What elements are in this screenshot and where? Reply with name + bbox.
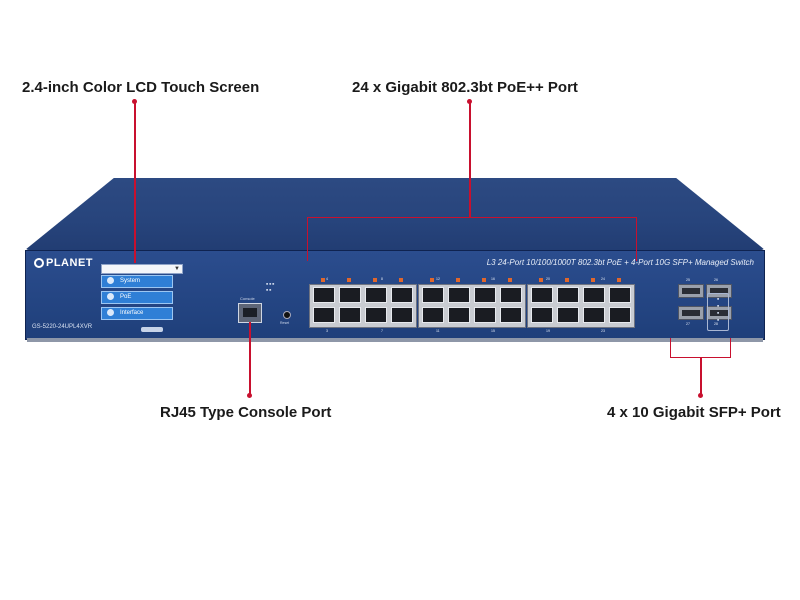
rj45-port-6[interactable] — [365, 307, 387, 323]
switch-top-cover — [25, 178, 765, 250]
callout-bracket-sfp — [670, 338, 731, 358]
rj45-port-16[interactable] — [500, 307, 522, 323]
port-status-led — [591, 278, 595, 282]
port-status-led — [565, 278, 569, 282]
lcd-home-button[interactable] — [141, 327, 163, 332]
rj45-port-19[interactable] — [557, 287, 579, 303]
system-led-legend: ■ ■ ■■ ■ — [266, 282, 275, 292]
lcd-menu-label: PoE — [120, 294, 132, 300]
network-icon — [107, 308, 114, 316]
port-status-led — [508, 278, 512, 282]
port-number-top: 16 — [491, 277, 495, 281]
lcd-menu-label: Interface — [120, 310, 144, 316]
chevron-down-icon: ▼ — [174, 266, 180, 272]
port-number-top: 20 — [546, 277, 550, 281]
rj45-port-7[interactable] — [391, 287, 413, 303]
port-status-led — [617, 278, 621, 282]
sfp-number: 26 — [714, 278, 718, 282]
lcd-menu-poe[interactable]: PoE — [101, 291, 173, 304]
reset-button[interactable] — [283, 311, 291, 319]
rj45-port-5[interactable] — [365, 287, 387, 303]
port-status-led — [399, 278, 403, 282]
port-status-led — [482, 278, 486, 282]
rj45-console-port[interactable] — [238, 303, 262, 323]
port-status-led — [373, 278, 377, 282]
sfp-number: 28 — [714, 322, 718, 326]
lcd-menu-system[interactable]: System — [101, 275, 173, 288]
power-icon — [107, 292, 114, 300]
switch-description: L3 24-Port 10/100/1000T 802.3bt PoE + 4-… — [486, 258, 754, 267]
port-number-bottom: 7 — [381, 329, 383, 333]
lcd-title-bar[interactable]: ▼ — [101, 264, 183, 274]
rj45-port-9[interactable] — [422, 287, 444, 303]
sfp-status-leds: ■■■■ — [707, 293, 729, 331]
port-number-bottom: 3 — [326, 329, 328, 333]
rj45-port-13[interactable] — [474, 287, 496, 303]
sfp-number: 27 — [686, 322, 690, 326]
port-status-led — [321, 278, 325, 282]
rj45-port-23[interactable] — [609, 287, 631, 303]
rj45-port-21[interactable] — [583, 287, 605, 303]
sfp-port-28[interactable] — [706, 306, 732, 320]
planet-logo-icon — [34, 258, 44, 269]
sfp-port-27[interactable] — [678, 306, 704, 320]
rj45-port-20[interactable] — [557, 307, 579, 323]
rj45-port-17[interactable] — [531, 287, 553, 303]
port-number-bottom: 23 — [601, 329, 605, 333]
lcd-menu-interface[interactable]: Interface — [101, 307, 173, 320]
rj45-port-3[interactable] — [339, 287, 361, 303]
rj45-port-24[interactable] — [609, 307, 631, 323]
port-number-top: 4 — [326, 277, 328, 281]
sfp-port-25[interactable] — [678, 284, 704, 298]
port-number-top: 8 — [381, 277, 383, 281]
callout-poe-ports-label: 24 x Gigabit 802.3bt PoE++ Port — [352, 79, 578, 96]
rj45-port-15[interactable] — [500, 287, 522, 303]
callout-console-label: RJ45 Type Console Port — [160, 404, 332, 421]
rj45-port-1[interactable] — [313, 287, 335, 303]
rj45-port-8[interactable] — [391, 307, 413, 323]
rj45-port-4[interactable] — [339, 307, 361, 323]
model-number: GS-5220-24UPL4XVR — [32, 324, 93, 330]
callout-line-poe — [469, 101, 471, 218]
rj45-port-10[interactable] — [422, 307, 444, 323]
callout-bracket-poe — [307, 217, 637, 261]
port-status-led — [347, 278, 351, 282]
rj45-port-2[interactable] — [313, 307, 335, 323]
reset-label: Reset — [280, 321, 290, 325]
callout-line-console — [249, 322, 251, 396]
rj45-port-18[interactable] — [531, 307, 553, 323]
callout-dot-console — [247, 393, 252, 398]
port-number-bottom: 19 — [546, 329, 550, 333]
gear-icon — [107, 276, 114, 284]
port-number-bottom: 11 — [436, 329, 440, 333]
callout-dot-lcd — [132, 99, 137, 104]
port-number-top: 12 — [436, 277, 440, 281]
port-number-bottom: 15 — [491, 329, 495, 333]
brand-name: PLANET — [46, 257, 93, 269]
callout-sfp-label: 4 x 10 Gigabit SFP+ Port — [607, 404, 781, 421]
sfp-number: 25 — [686, 278, 690, 282]
rj45-port-11[interactable] — [448, 287, 470, 303]
lcd-menu-label: System — [120, 278, 141, 284]
callout-line-lcd — [134, 101, 136, 263]
rj45-port-12[interactable] — [448, 307, 470, 323]
rj45-port-22[interactable] — [583, 307, 605, 323]
console-port-label: Console — [240, 296, 255, 301]
brand-logo: PLANET — [34, 257, 93, 269]
switch-front-panel: PLANET GS-5220-24UPL4XVR L3 24-Port 10/1… — [25, 250, 765, 340]
callout-dot-poe — [467, 99, 472, 104]
port-number-top: 24 — [601, 277, 605, 281]
rj45-port-14[interactable] — [474, 307, 496, 323]
callout-lcd-label: 2.4-inch Color LCD Touch Screen — [22, 79, 260, 96]
sfp-port-26[interactable] — [706, 284, 732, 298]
port-status-led — [456, 278, 460, 282]
port-status-led — [539, 278, 543, 282]
callout-dot-sfp — [698, 393, 703, 398]
callout-line-sfp — [700, 357, 702, 395]
port-status-led — [430, 278, 434, 282]
switch-base — [27, 338, 763, 342]
